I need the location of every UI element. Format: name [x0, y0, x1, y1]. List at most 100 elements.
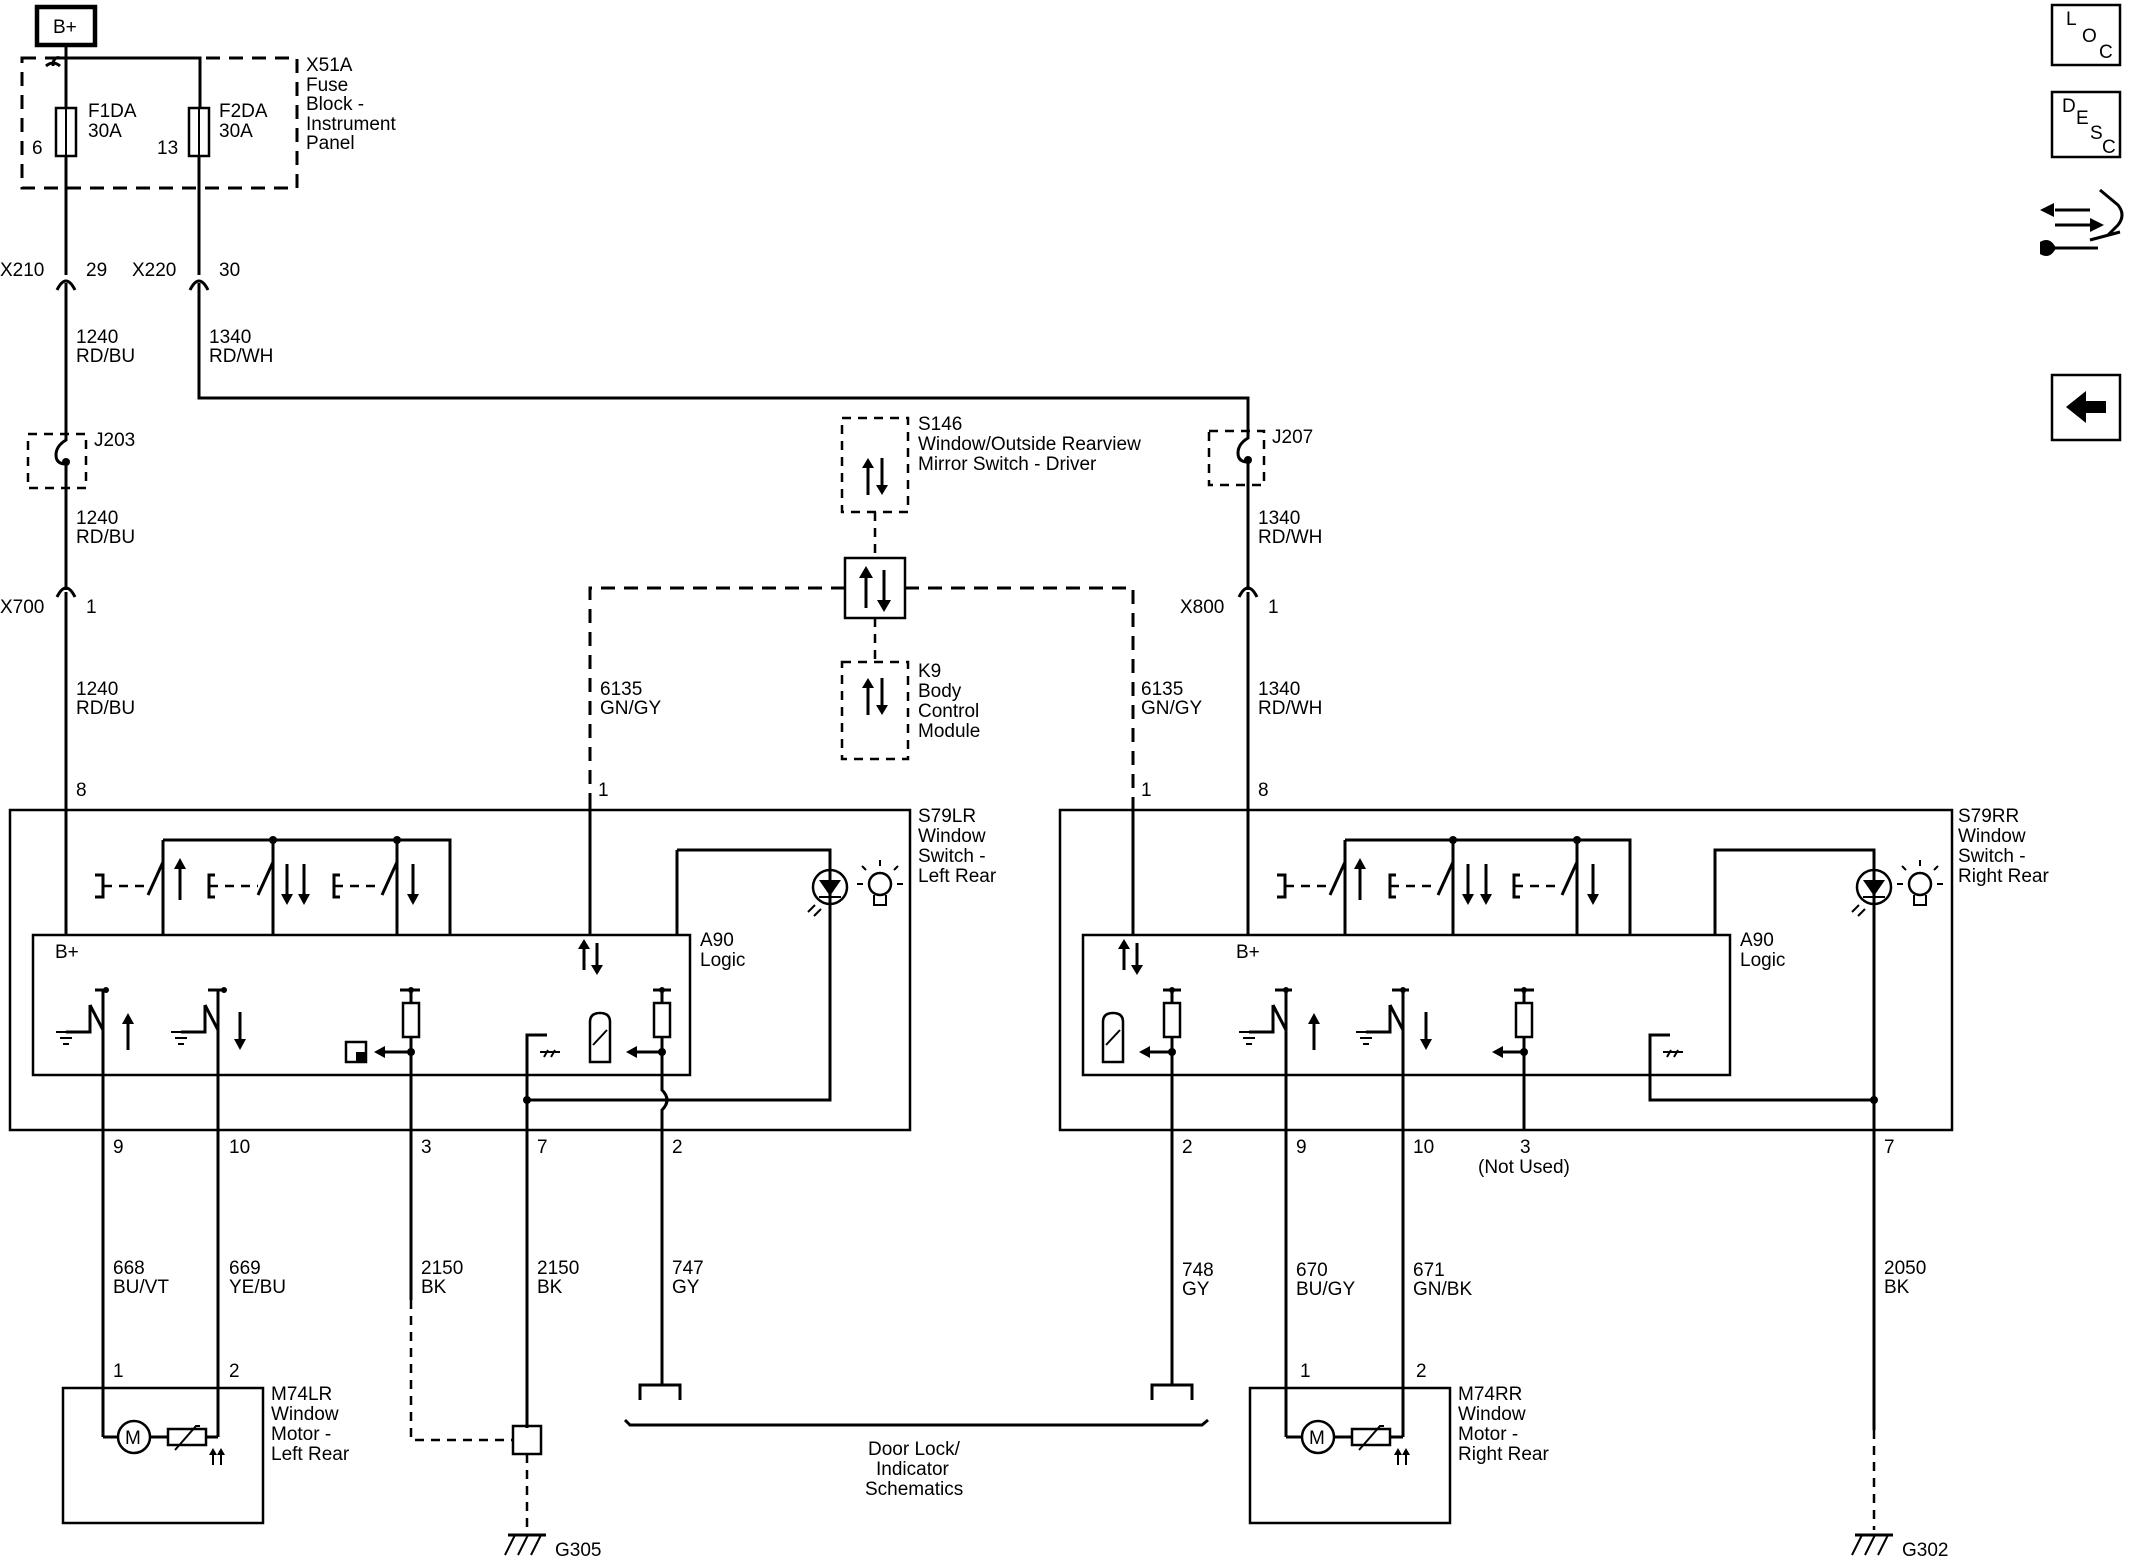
wire-670-bu-gy: 670 BU/GY	[1296, 1260, 1355, 1300]
svg-text:X800: X800	[1180, 597, 1224, 618]
location-button[interactable]: L O C	[2050, 3, 2122, 67]
svg-text:Logic: Logic	[1740, 950, 1785, 971]
wire-6135-gn-gy-right: 6135 GN/GY	[1141, 679, 1203, 719]
svg-text:E: E	[2076, 108, 2089, 129]
svg-text:L: L	[2066, 9, 2077, 30]
svg-text:1340: 1340	[1258, 679, 1300, 700]
svg-text:M: M	[1309, 1428, 1325, 1449]
wire-671-gn-bk: 671 GN/BK	[1413, 1260, 1472, 1300]
svg-text:Left Rear: Left Rear	[271, 1444, 350, 1465]
diagnostic-wrench-icon[interactable]	[2040, 188, 2124, 256]
svg-text:9: 9	[113, 1137, 124, 1158]
wire-747-gy: 747 GY	[672, 1258, 704, 1298]
s79rr-lockout-output	[1492, 987, 1534, 1130]
fuse-f1da: F1DA 30A 6	[32, 101, 137, 159]
svg-text:29: 29	[86, 260, 107, 281]
motor-m74lr: 1 2 M74LR Window Motor - Left Rear M	[61, 1361, 350, 1525]
svg-text:1340: 1340	[209, 327, 251, 348]
svg-text:M: M	[125, 1428, 141, 1449]
module-a90-logic-right: B+ A90 Logic	[1081, 930, 1785, 1077]
svg-text:B+: B+	[53, 17, 77, 38]
svg-text:Window: Window	[1458, 1404, 1526, 1425]
svg-text:Module: Module	[918, 721, 980, 742]
svg-text:30: 30	[219, 260, 240, 281]
svg-text:S: S	[2090, 123, 2103, 144]
s79lr-lockout-output	[344, 987, 421, 1175]
svg-text:671: 671	[1413, 1260, 1445, 1281]
svg-text:Window/Outside Rearview: Window/Outside Rearview	[918, 434, 1141, 455]
svg-text:7: 7	[1884, 1137, 1895, 1158]
wire-6135-gn-gy-left: 6135 GN/GY	[600, 679, 662, 719]
svg-text:BK: BK	[421, 1277, 447, 1298]
svg-text:RD/WH: RD/WH	[1258, 698, 1322, 719]
s79rr-up-relay	[1239, 987, 1320, 1175]
k9-data-port	[843, 556, 907, 620]
svg-text:(Not Used): (Not Used)	[1478, 1157, 1570, 1178]
s79lr-indicator-led	[527, 848, 903, 1102]
svg-text:Block -: Block -	[306, 94, 364, 115]
connector-x220: X220 30	[132, 260, 240, 291]
svg-text:Window: Window	[1958, 826, 2026, 847]
wire-1240-rd-bu-a: 1240 RD/BU	[76, 327, 135, 367]
svg-text:Right Rear: Right Rear	[1458, 1444, 1549, 1465]
fuse-f2da: F2DA 30A 13	[157, 101, 268, 159]
s79lr-up-relay	[56, 987, 134, 1075]
s79rr-down-relay	[1356, 987, 1432, 1175]
wire-1340-rd-wh-b: 1340 RD/WH	[1258, 508, 1322, 548]
svg-text:G302: G302	[1902, 1540, 1948, 1557]
description-button[interactable]: D E S C	[2050, 90, 2122, 159]
svg-text:Control: Control	[918, 701, 979, 722]
svg-text:S79RR: S79RR	[1958, 806, 2019, 827]
connector-x210: X210 29	[0, 260, 107, 291]
svg-text:Right Rear: Right Rear	[1958, 866, 2049, 887]
wire-669-ye-bu: 669 YE/BU	[229, 1258, 286, 1298]
svg-text:1240: 1240	[76, 508, 118, 529]
svg-text:670: 670	[1296, 1260, 1328, 1281]
svg-text:G305: G305	[555, 1540, 601, 1557]
svg-text:C: C	[2102, 137, 2116, 158]
svg-text:13: 13	[157, 138, 178, 159]
svg-text:BU/GY: BU/GY	[1296, 1279, 1355, 1300]
svg-text:Door Lock/: Door Lock/	[868, 1439, 961, 1460]
svg-text:669: 669	[229, 1258, 261, 1279]
svg-text:1: 1	[86, 597, 97, 618]
svg-text:GN/GY: GN/GY	[600, 698, 662, 719]
svg-text:3: 3	[421, 1137, 432, 1158]
svg-text:1: 1	[1141, 780, 1152, 801]
svg-text:30A: 30A	[219, 121, 253, 142]
switch-s79rr: S79RR Window Switch - Right Rear 1 8	[1058, 780, 2049, 1132]
svg-text:2: 2	[672, 1137, 683, 1158]
s79rr-switch-contacts	[1277, 836, 1632, 935]
s79rr-indicator-led	[1648, 848, 1943, 1104]
svg-text:GN/BK: GN/BK	[1413, 1279, 1472, 1300]
svg-text:2050: 2050	[1884, 1258, 1926, 1279]
back-button[interactable]	[2050, 373, 2122, 442]
splice-j207: J207	[1207, 425, 1313, 487]
svg-text:1: 1	[598, 780, 609, 801]
svg-text:RD/BU: RD/BU	[76, 346, 135, 367]
svg-text:Motor -: Motor -	[271, 1424, 331, 1445]
svg-text:M74RR: M74RR	[1458, 1384, 1522, 1405]
fuse-block-x51a: X51A Fuse Block - Instrument Panel	[20, 55, 396, 190]
switch-s79lr: S79LR Window Switch - Left Rear 8 1	[8, 780, 997, 1132]
svg-text:Indicator: Indicator	[876, 1459, 950, 1480]
svg-text:748: 748	[1182, 1260, 1214, 1281]
svg-text:F1DA: F1DA	[88, 101, 137, 122]
svg-text:Mirror Switch - Driver: Mirror Switch - Driver	[918, 454, 1097, 475]
svg-text:1: 1	[1268, 597, 1279, 618]
svg-text:10: 10	[229, 1137, 250, 1158]
svg-text:Switch -: Switch -	[1958, 846, 2026, 867]
s79lr-door-indicator	[588, 987, 672, 1175]
svg-text:1: 1	[113, 1361, 124, 1382]
module-k9: K9 Body Control Module	[840, 660, 980, 761]
svg-text:30A: 30A	[88, 121, 122, 142]
svg-text:2: 2	[1416, 1361, 1427, 1382]
svg-text:Window: Window	[918, 826, 986, 847]
svg-text:GN/GY: GN/GY	[1141, 698, 1203, 719]
svg-text:9: 9	[1296, 1137, 1307, 1158]
svg-text:Schematics: Schematics	[865, 1479, 963, 1500]
connector-x700: X700 1	[0, 586, 97, 618]
svg-text:X210: X210	[0, 260, 44, 281]
svg-text:J207: J207	[1272, 427, 1313, 448]
